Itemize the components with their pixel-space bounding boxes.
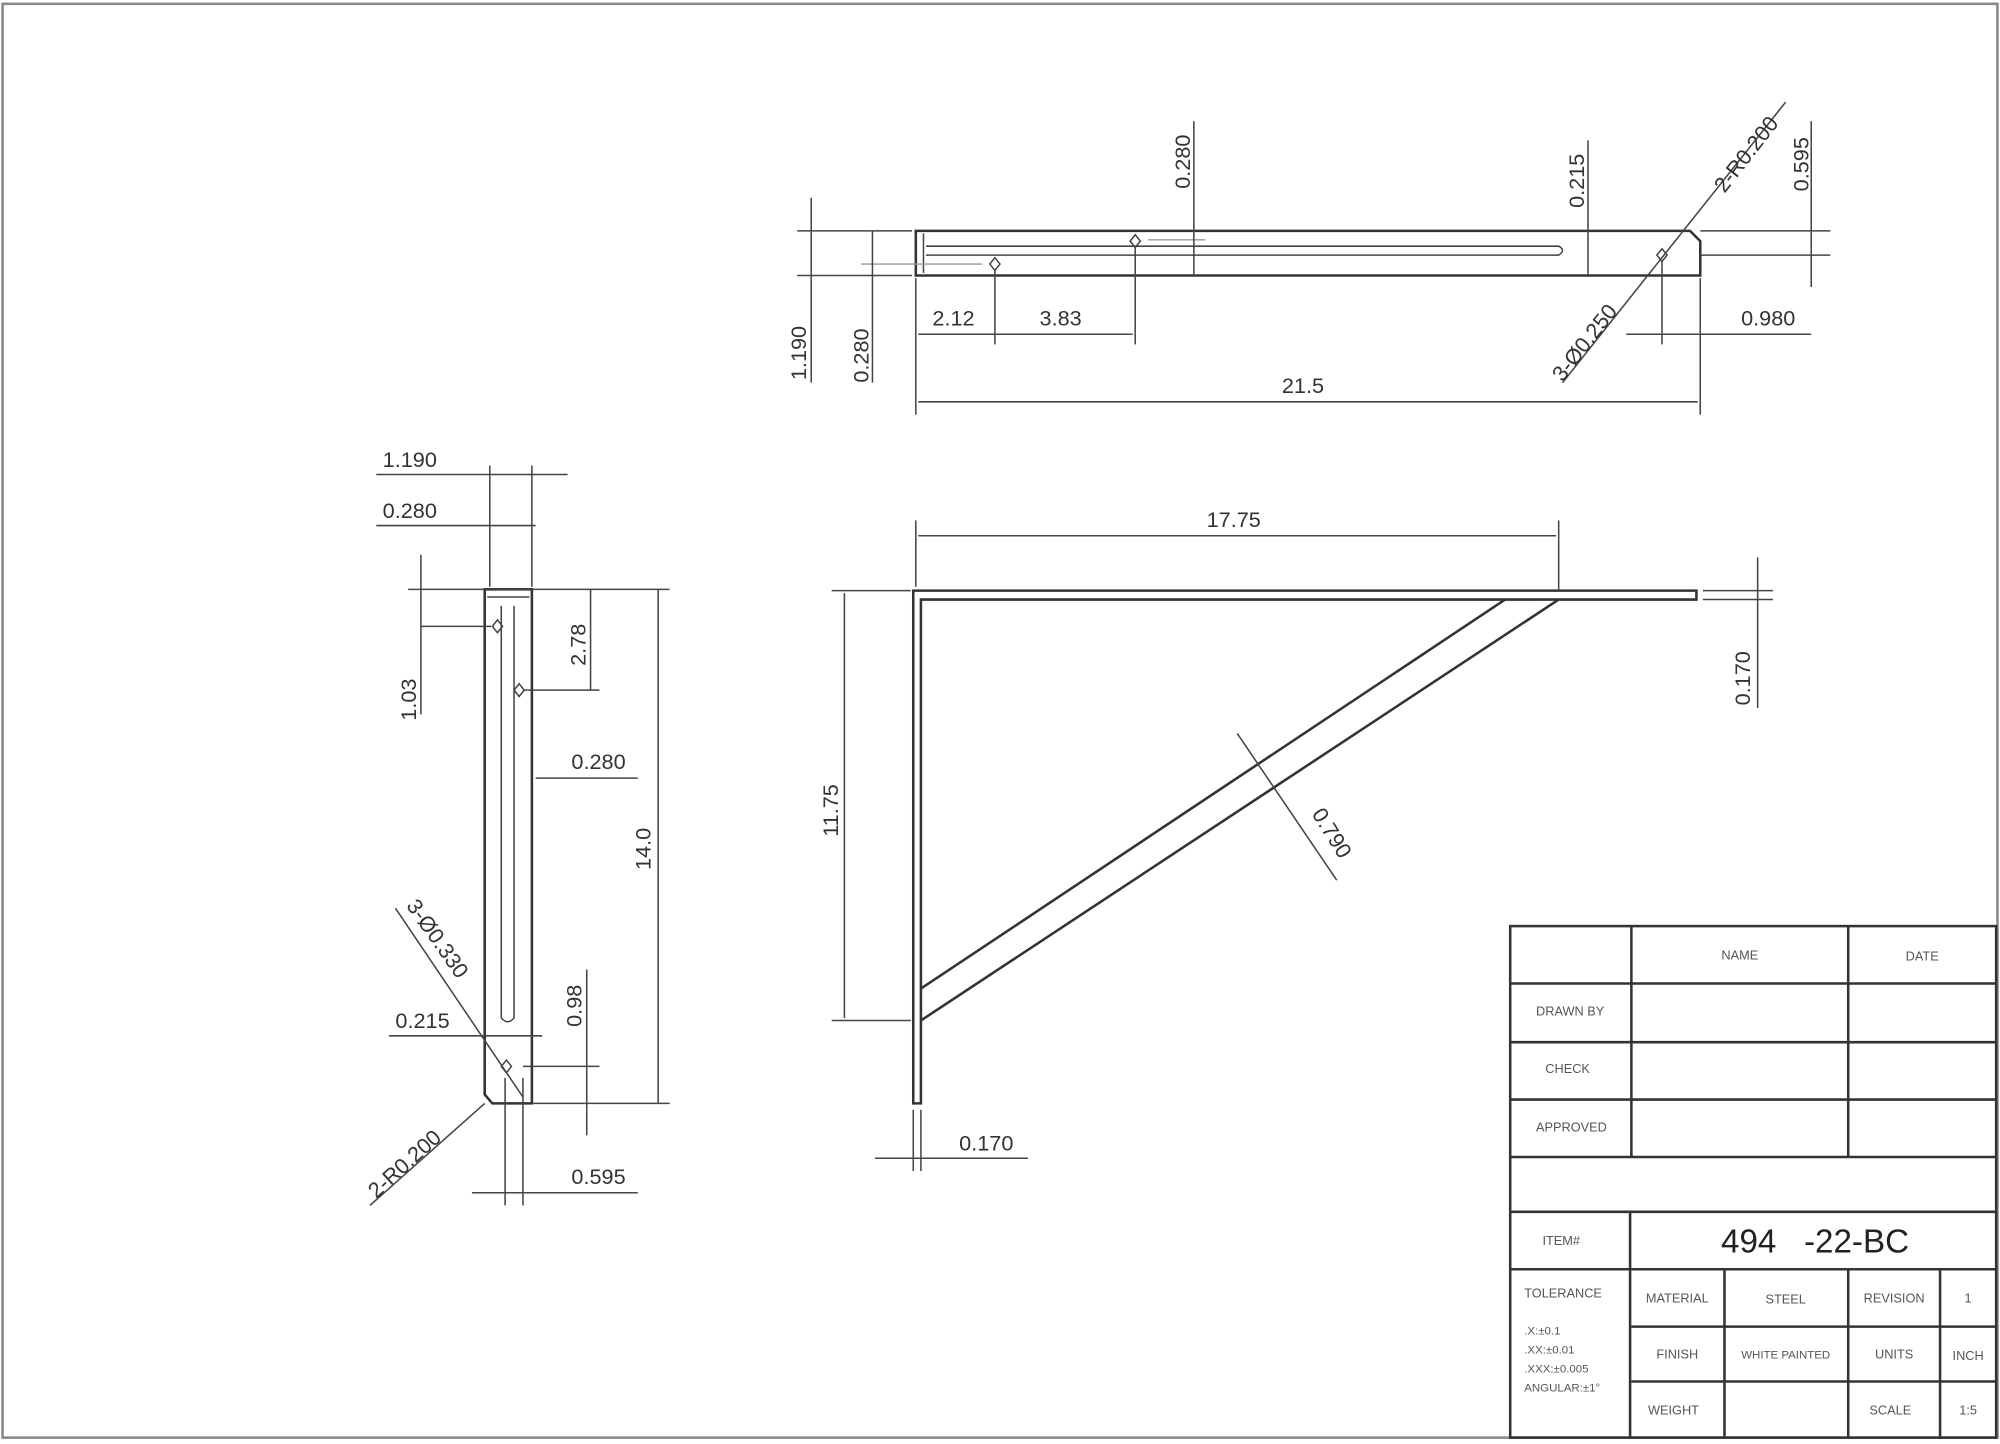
tb-name-header: NAME bbox=[1721, 947, 1758, 962]
dim-label: 0.170 bbox=[1730, 651, 1755, 705]
dim-label: 0.170 bbox=[959, 1131, 1013, 1156]
dim-label: 3-Ø0.250 bbox=[1547, 299, 1622, 386]
dim-label: 0.595 bbox=[1789, 137, 1814, 191]
tb-tol-line: ANGULAR:±1° bbox=[1524, 1383, 1600, 1395]
dim-label: 2-R0.200 bbox=[363, 1125, 446, 1203]
dim-label: 0.980 bbox=[1741, 305, 1795, 330]
dim-label: 0.280 bbox=[571, 749, 625, 774]
dim-label: 3-Ø0.330 bbox=[402, 894, 474, 982]
tb-item-label: ITEM# bbox=[1542, 1233, 1580, 1248]
tb-scale-label: SCALE bbox=[1869, 1403, 1911, 1418]
tb-revision: 1 bbox=[1965, 1290, 1972, 1305]
dim-label: 0.280 bbox=[849, 328, 874, 382]
tb-revision-label: REVISION bbox=[1864, 1290, 1925, 1305]
dim-label: 1.03 bbox=[396, 679, 421, 721]
dim-label: 0.215 bbox=[395, 1008, 449, 1033]
tb-material: STEEL bbox=[1766, 1292, 1806, 1307]
dim-label: 2-R0.200 bbox=[1709, 111, 1784, 197]
top-view: 0.280 0.215 2-R0.200 0.595 1.190 0.280 2… bbox=[786, 101, 1831, 415]
tb-scale: 1:5 bbox=[1959, 1403, 1977, 1418]
tb-units: INCH bbox=[1953, 1348, 1984, 1363]
tb-tol-line: .X:±0.1 bbox=[1524, 1325, 1560, 1337]
dim-label: 0.98 bbox=[562, 985, 587, 1027]
tb-drawn-by: DRAWN BY bbox=[1536, 1003, 1605, 1018]
title-block: NAME DATE DRAWN BY CHECK APPROVED ITEM# … bbox=[1508, 924, 1998, 1439]
tb-finish-label: FINISH bbox=[1656, 1347, 1698, 1362]
dim-label: 21.5 bbox=[1282, 373, 1324, 398]
tb-weight-label: WEIGHT bbox=[1648, 1403, 1699, 1418]
tb-finish: WHITE PAINTED bbox=[1741, 1350, 1830, 1362]
tb-tol-line: .XXX:±0.005 bbox=[1524, 1364, 1588, 1376]
tb-units-label: UNITS bbox=[1875, 1347, 1913, 1362]
dim-label: 3.83 bbox=[1040, 305, 1082, 330]
tb-material-label: MATERIAL bbox=[1646, 1290, 1709, 1305]
dim-label: 2.78 bbox=[565, 624, 590, 666]
dim-label: 17.75 bbox=[1207, 507, 1261, 532]
tb-check: CHECK bbox=[1545, 1061, 1590, 1076]
tb-approved: APPROVED bbox=[1536, 1119, 1607, 1134]
dim-label: 1.190 bbox=[383, 447, 437, 472]
tb-date-header: DATE bbox=[1906, 949, 1939, 964]
dim-label: 0.280 bbox=[1170, 135, 1195, 189]
dim-label: 0.280 bbox=[383, 498, 437, 523]
side-view: 1.190 0.280 1.03 2.78 0.280 14.0 3-Ø0.33… bbox=[363, 447, 670, 1207]
dim-label: 14.0 bbox=[631, 828, 656, 870]
dim-label: 0.215 bbox=[1564, 154, 1589, 208]
tb-item-value: 494 -22-BC bbox=[1721, 1224, 1909, 1261]
dim-label: 0.790 bbox=[1307, 803, 1357, 862]
dim-label: 11.75 bbox=[818, 784, 843, 837]
dim-label: 1.190 bbox=[786, 326, 811, 380]
dim-label: 0.595 bbox=[571, 1164, 625, 1189]
tb-tolerance: TOLERANCE bbox=[1524, 1285, 1602, 1300]
dim-label: 2.12 bbox=[932, 305, 974, 330]
tb-tol-line: .XX:±0.01 bbox=[1524, 1344, 1574, 1356]
front-view: 17.75 11.75 0.790 0.170 0.170 bbox=[818, 507, 1773, 1172]
